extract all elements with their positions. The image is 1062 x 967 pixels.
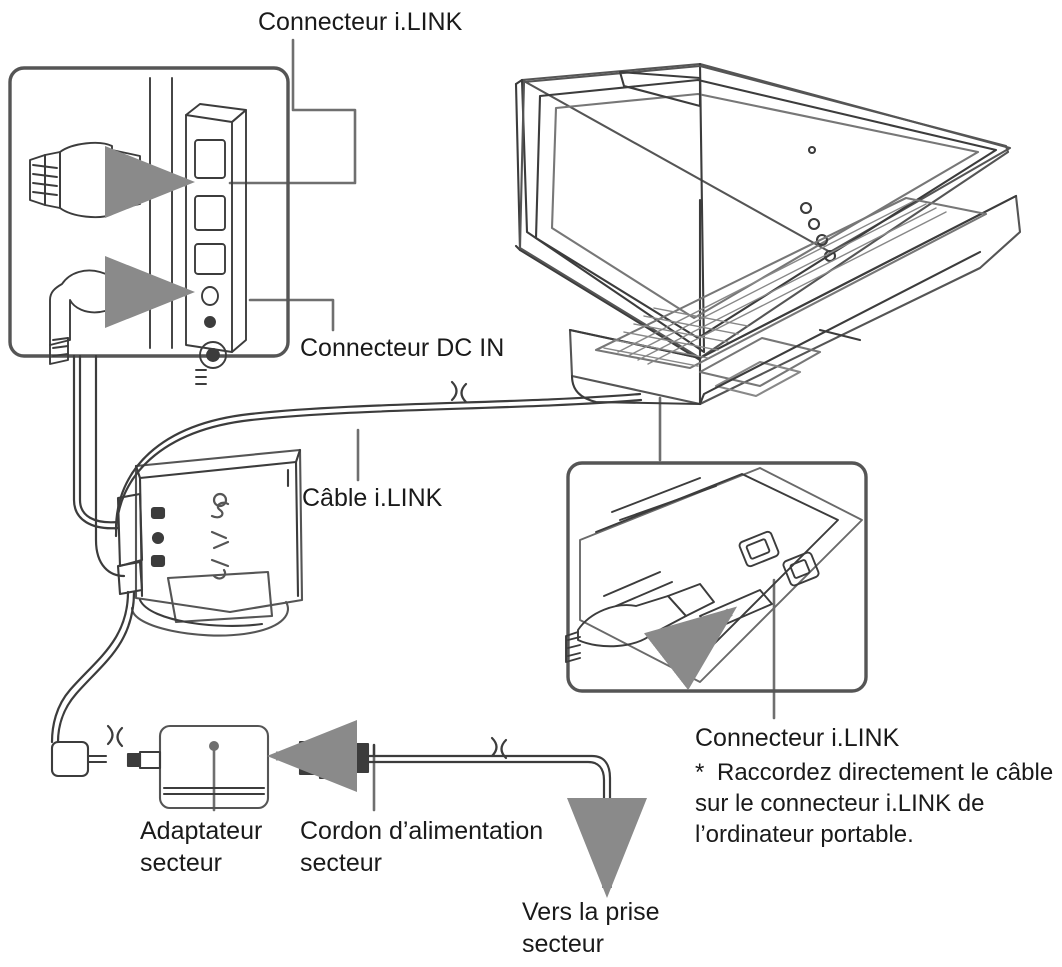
label-to-wall-outlet: Vers la prise secteur <box>522 898 660 958</box>
label-ilink-connector-top: Connecteur i.LINK <box>258 8 463 36</box>
base-unit-illustration <box>116 448 304 637</box>
break-ilink <box>450 380 468 404</box>
label-power-cord: Cordon d’alimentation secteur <box>300 817 544 877</box>
label-ilink-connector-right: Connecteur i.LINK <box>695 724 900 752</box>
footnote-marker: * <box>695 759 705 786</box>
power-cord-plug-illustration <box>298 736 370 780</box>
ilink-plug-illustration <box>29 141 153 219</box>
notebook-edge-illustration <box>579 467 863 683</box>
dc-plug-illustration <box>49 269 147 365</box>
cable-power-cord <box>366 754 612 888</box>
callout-box-notebook-port <box>566 461 868 693</box>
callout-box-port-panel <box>8 66 290 358</box>
break-cord <box>490 736 508 760</box>
cable-ilink-left-drop <box>72 354 120 530</box>
arrow-notebook-port-insert <box>643 606 738 691</box>
label-ilink-cable: Câble i.LINK <box>302 484 443 512</box>
ac-adapter-illustration <box>50 724 270 810</box>
footnote: * Raccordez directement le câble sur le … <box>695 757 1055 850</box>
notebook-illustration <box>514 62 1022 406</box>
label-dc-in-connector: Connecteur DC IN <box>300 334 505 362</box>
footnote-text: Raccordez directement le câble sur le co… <box>695 759 1054 848</box>
cable-break-marks <box>106 380 508 760</box>
port-panel-illustration <box>149 77 247 385</box>
break-adapter <box>106 724 124 748</box>
cable-adapter <box>50 590 130 744</box>
cables <box>50 354 643 888</box>
cable-dc <box>94 354 126 578</box>
cable-ilink-main <box>114 392 642 532</box>
leader-dcin <box>248 298 335 332</box>
insertion-arrows <box>105 146 738 792</box>
label-ac-adapter: Adaptateur secteur <box>140 817 263 877</box>
leader-ilink-top <box>228 38 357 185</box>
leader-lines <box>212 38 776 812</box>
